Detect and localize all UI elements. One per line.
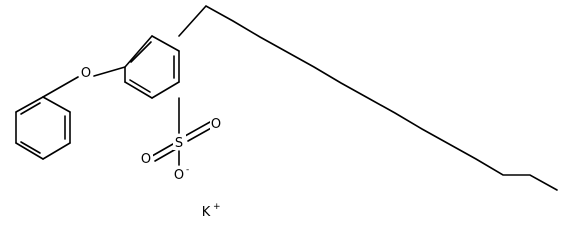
potassium-text: K xyxy=(202,205,211,219)
atom-label-anion-oxygen: O - xyxy=(173,165,189,183)
alkyl-chain xyxy=(178,4,558,191)
sulfonyl-oxygen-1-text: O xyxy=(211,117,221,132)
atom-label-potassium: K + xyxy=(202,202,221,219)
atom-label-sulfonyl-oxygen-1: O xyxy=(210,115,223,132)
atom-label-ether-oxygen: O xyxy=(79,64,93,81)
anion-charge-text: - xyxy=(186,165,189,175)
benzene-ring xyxy=(124,35,180,99)
sulfonate-bonds xyxy=(151,97,214,166)
ether-oxygen-text: O xyxy=(81,66,91,81)
atom-label-sulfonyl-oxygen-2: O xyxy=(140,150,153,167)
ether-bonds xyxy=(42,66,126,98)
potassium-charge-text: + xyxy=(213,202,221,212)
structure-diagram: O S O O O - K + xyxy=(15,4,558,219)
atom-label-sulfur: S xyxy=(173,134,186,151)
phenyl-ring xyxy=(15,96,71,160)
sulfur-text: S xyxy=(175,136,183,151)
anion-oxygen-text: O xyxy=(174,168,184,183)
sulfonyl-oxygen-2-text: O xyxy=(141,152,151,167)
